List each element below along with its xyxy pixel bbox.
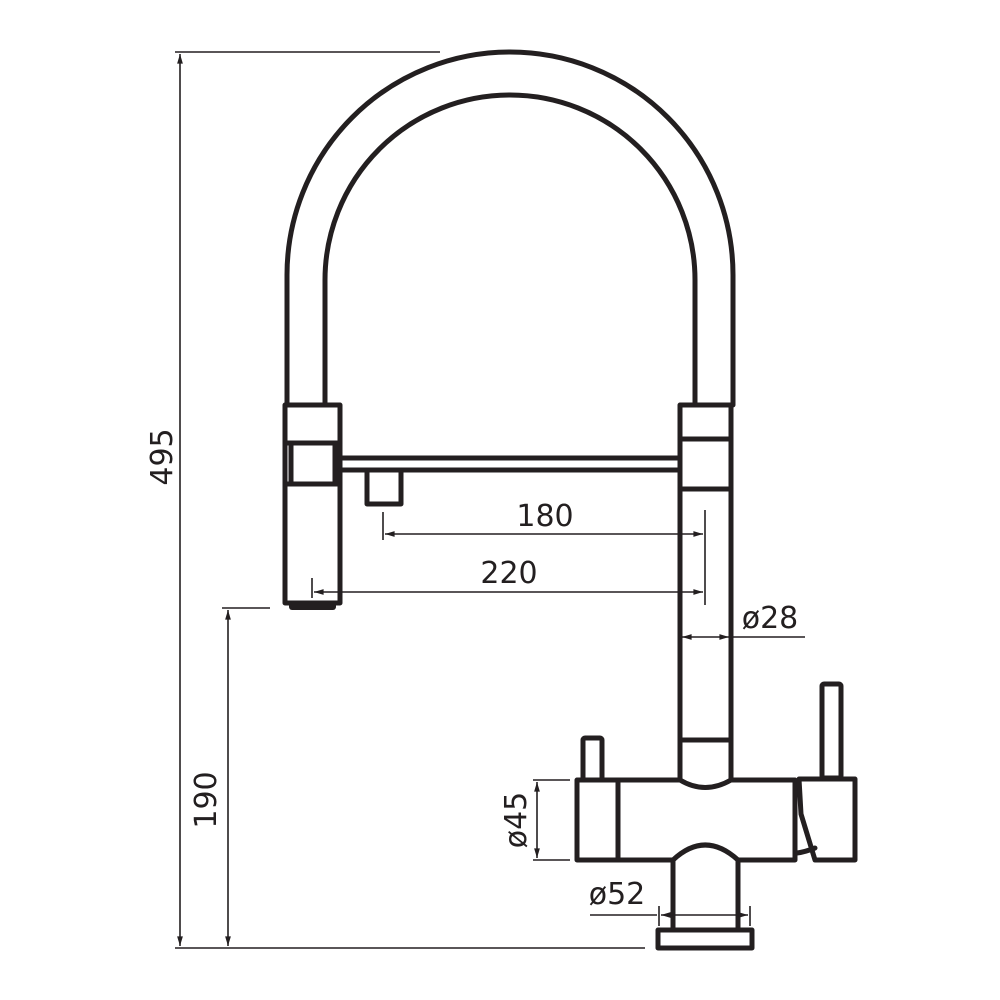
dimension-reach-inner: 180: [382, 499, 706, 605]
faucet-base: [655, 857, 755, 951]
spout-arch-outer: [284, 49, 736, 408]
dimension-o52-label: ø52: [589, 877, 646, 912]
spout-arch-inner: [322, 92, 698, 408]
dimension-190-label: 190: [189, 771, 224, 828]
dimension-spout-diameter: ø28: [681, 601, 805, 640]
dimension-spout-height: 190: [189, 607, 270, 947]
dimension-body-diameter: ø45: [499, 779, 570, 861]
dimension-180-label: 180: [516, 499, 573, 534]
dimension-total-height: 495: [145, 51, 645, 949]
spray-holder-bar: [337, 455, 683, 507]
dimension-reach-outer: 220: [311, 556, 704, 598]
dimension-495-label: 495: [145, 428, 180, 485]
dimension-220-label: 220: [480, 556, 537, 591]
faucet-column: [677, 402, 734, 783]
dimension-base-diameter: ø52: [589, 877, 751, 926]
spray-head: [282, 402, 343, 610]
dimension-o45-label: ø45: [499, 792, 534, 849]
faucet-body: [574, 681, 858, 863]
dimension-o28-label: ø28: [742, 601, 799, 636]
